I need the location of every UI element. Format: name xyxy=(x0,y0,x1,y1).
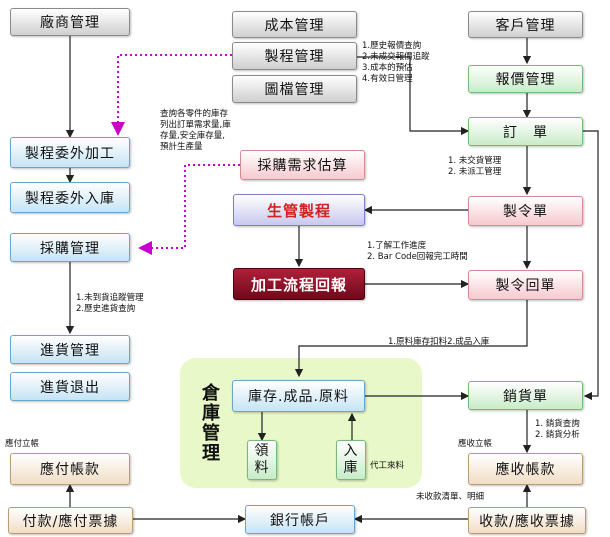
outsource-process-box[interactable]: 製程委外加工 xyxy=(10,137,130,168)
receiving-return-box[interactable]: 進貨退出 xyxy=(10,372,130,401)
quote-note-line: 3.成本的預估 xyxy=(362,63,413,73)
quote-note-line: 4.有效日管理 xyxy=(362,74,413,84)
inventory-note: 1.原料庫存扣料2.成品入庫 xyxy=(388,337,490,347)
outsource-receipt-box[interactable]: 製程委外入庫 xyxy=(10,182,130,213)
order-box[interactable]: 訂 單 xyxy=(468,117,583,146)
receivable-label: 應收立帳 xyxy=(458,439,493,449)
purchase-query-line: 預計生產量 xyxy=(160,142,203,152)
progress-note-line: 1.了解工作進度 xyxy=(367,241,427,251)
purchase-query-notes: 查詢各零件的庫存 列出訂單需求量,庫 存量,安全庫存量, 預計生產量 xyxy=(160,109,231,153)
purchase-calc-box[interactable]: 採購需求估算 xyxy=(240,150,365,180)
sales-notes: 1. 銷貨查詢 2. 銷貨分析 xyxy=(535,419,580,441)
dotted-arrow-process-to-outsource xyxy=(111,54,232,136)
purchase-query-line: 查詢各零件的庫存 xyxy=(160,109,229,119)
stock-in-label: 入庫 xyxy=(343,443,359,476)
production-process-box[interactable]: 生管製程 xyxy=(233,194,365,226)
payable-box[interactable]: 應付帳款 xyxy=(10,453,130,485)
purchase-query-line: 列出訂單需求量,庫 xyxy=(160,120,231,130)
subcontract-label: 代工來料 xyxy=(370,461,405,471)
cost-mgmt-box[interactable]: 成本管理 xyxy=(232,11,357,38)
receiving-note-line: 2.歷史進貨查詢 xyxy=(76,304,136,314)
sales-note-line: 1. 銷貨查詢 xyxy=(535,419,580,429)
order-notes: 1. 未交貨管理 2. 未派工管理 xyxy=(448,156,501,178)
uncollected-label: 未收款清單、明細 xyxy=(416,492,485,502)
receiving-notes: 1.未到貨追蹤管理 2.歷史進貨查詢 xyxy=(76,293,144,315)
sales-note-line: 2. 銷貨分析 xyxy=(535,430,580,440)
stock-in-box[interactable]: 入庫 xyxy=(336,440,366,480)
warehouse-title: 倉庫管理 xyxy=(202,383,220,464)
progress-note-line: 2. Bar Code回報完工時間 xyxy=(367,252,468,262)
material-issue-label: 領料 xyxy=(254,443,270,476)
line-process-to-order xyxy=(357,56,470,136)
order-note-line: 2. 未派工管理 xyxy=(448,167,502,177)
material-issue-box[interactable]: 領料 xyxy=(247,440,277,480)
process-mgmt-box[interactable]: 製程管理 xyxy=(232,42,357,70)
inventory-box[interactable]: 庫存.成品.原料 xyxy=(232,380,365,412)
collection-box[interactable]: 收款/應收票據 xyxy=(468,507,586,534)
customer-mgmt-box[interactable]: 客戶管理 xyxy=(468,11,583,38)
work-order-return-box[interactable]: 製令回單 xyxy=(468,270,583,300)
receivable-box[interactable]: 應收帳款 xyxy=(468,453,583,485)
purchase-query-line: 存量,安全庫存量, xyxy=(160,131,225,141)
sales-slip-box[interactable]: 銷貨單 xyxy=(468,381,583,410)
warehouse-zone xyxy=(180,358,422,488)
bank-account-box[interactable]: 銀行帳戶 xyxy=(245,505,355,534)
arrow-order-to-sales xyxy=(583,130,599,401)
vendor-mgmt-box[interactable]: 廠商管理 xyxy=(10,8,130,36)
order-note-line: 1. 未交貨管理 xyxy=(448,156,502,166)
dotted-arrow-calc-to-purchase xyxy=(138,164,240,255)
quote-note-line: 2.未成交報價追蹤 xyxy=(362,52,430,62)
work-order-box[interactable]: 製令單 xyxy=(468,196,583,226)
receiving-note-line: 1.未到貨追蹤管理 xyxy=(76,293,144,303)
arrow-return-to-inventory xyxy=(294,300,528,378)
drawing-mgmt-box[interactable]: 圖檔管理 xyxy=(232,75,357,103)
process-report-box[interactable]: 加工流程回報 xyxy=(233,268,365,300)
purchase-mgmt-box[interactable]: 採購管理 xyxy=(10,233,130,262)
payment-box[interactable]: 付款/應付票據 xyxy=(8,507,133,534)
quote-mgmt-box[interactable]: 報價管理 xyxy=(468,65,583,93)
quote-note-line: 1.歷史報價查詢 xyxy=(362,41,422,51)
payable-label: 應付立帳 xyxy=(5,439,40,449)
progress-notes: 1.了解工作進度 2. Bar Code回報完工時間 xyxy=(367,241,468,263)
quote-notes: 1.歷史報價查詢 2.未成交報價追蹤 3.成本的預估 4.有效日管理 xyxy=(362,41,430,85)
receiving-mgmt-box[interactable]: 進貨管理 xyxy=(10,335,130,364)
